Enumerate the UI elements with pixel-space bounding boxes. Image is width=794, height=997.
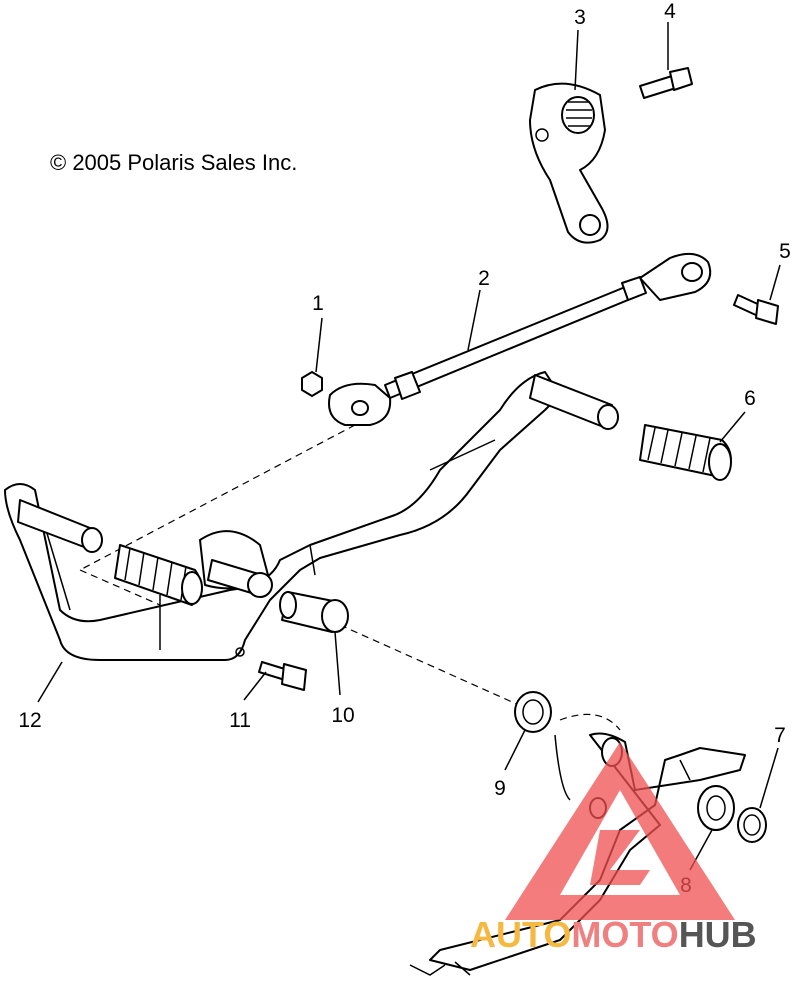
bushing-part-10: [279, 591, 349, 633]
foot-peg-rubber-part-6: [639, 424, 732, 481]
washer-part-9: [514, 691, 552, 733]
washer-part-8: [697, 785, 735, 831]
bolt-part-5: [733, 294, 779, 325]
leader-line-11: [243, 671, 267, 701]
clip-part-7: [737, 807, 767, 843]
watermark-inner-mark-icon: [590, 830, 650, 885]
watermark-text-hub: HUB: [679, 914, 757, 955]
leader-line-5: [769, 264, 781, 301]
callout-5: 5: [779, 240, 791, 263]
bolt-part-11: [258, 661, 307, 691]
leader-line-10: [334, 631, 341, 696]
callout-2: 2: [478, 267, 490, 290]
watermark-logo: [505, 742, 735, 920]
callout-11: 11: [229, 709, 251, 732]
nut-part-1: [301, 371, 323, 397]
shift-arm-part-3: [529, 82, 609, 244]
watermark-text-moto: MOTO: [571, 914, 678, 955]
leader-line-7: [759, 747, 779, 809]
alignment-line-left: [79, 569, 161, 606]
watermark-text: AUTOMOTOHUB: [470, 914, 757, 955]
foot-peg-rubber-left: [114, 544, 203, 606]
callout-7: 7: [774, 724, 786, 747]
leader-line-12: [37, 661, 63, 703]
copyright-notice: © 2005 Polaris Sales Inc.: [50, 150, 298, 175]
leader-line-3: [574, 29, 579, 91]
callout-3: 3: [574, 6, 586, 29]
callout-4: 4: [664, 0, 676, 23]
bolt-part-4: [639, 67, 693, 99]
alignment-line-lower: [339, 624, 531, 711]
callout-6: 6: [744, 387, 756, 410]
callout-1: 1: [312, 292, 324, 315]
leader-line-2: [467, 289, 481, 351]
callout-9: 9: [494, 777, 506, 800]
leader-line-1: [315, 317, 323, 373]
watermark-text-auto: AUTO: [470, 914, 571, 955]
shift-rod-part-2: [328, 252, 712, 426]
leader-line-9: [504, 729, 526, 771]
alignment-line-upper: [79, 424, 356, 571]
leader-line-6: [719, 411, 746, 443]
callout-12: 12: [18, 709, 41, 732]
callout-10: 10: [331, 704, 354, 727]
shift-lever-body: [4, 371, 619, 661]
watermark-triangle-icon: [505, 742, 735, 920]
